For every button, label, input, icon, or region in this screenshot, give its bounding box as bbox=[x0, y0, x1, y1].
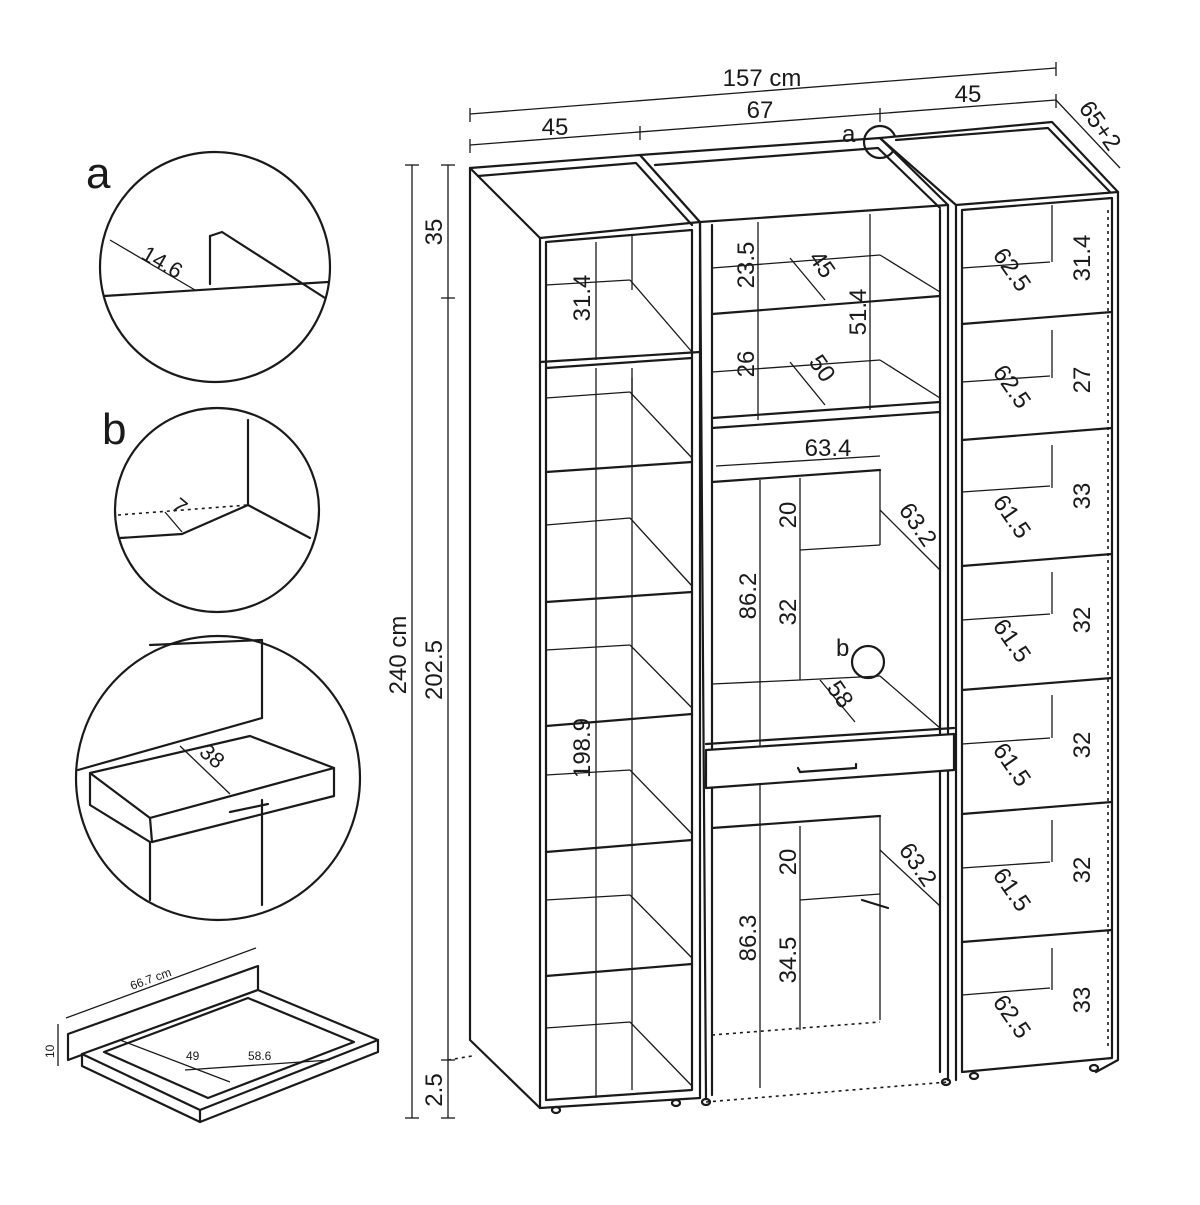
right-depth-5: 61.5 bbox=[987, 738, 1036, 792]
mid-section-bottom-label: 86.3 bbox=[735, 915, 762, 962]
mid-lower-depth-label: 50 bbox=[803, 350, 840, 387]
right-height-3: 33 bbox=[1069, 483, 1096, 510]
marker-b-label: b bbox=[836, 635, 849, 662]
marker-a-label: a bbox=[842, 121, 856, 148]
mid-upper-total-label: 51.4 bbox=[845, 289, 872, 336]
mid-width-label: 63.4 bbox=[805, 435, 852, 462]
width-left-label: 45 bbox=[542, 114, 569, 141]
detail-a: a 14.6 bbox=[86, 149, 332, 384]
right-tower-labels: 62.5 31.4 62.5 27 61.5 33 61.5 32 61.5 3… bbox=[987, 235, 1096, 1044]
detail-b-value: 7 bbox=[167, 493, 192, 520]
right-depth-1: 62.5 bbox=[987, 243, 1036, 297]
tray-width-label: 66.7 cm bbox=[128, 965, 173, 993]
middle-unit: 23.5 45 51.4 26 50 63.4 20 63.2 86.2 32 … bbox=[638, 136, 956, 1107]
overall-width-label: 157 cm bbox=[723, 65, 802, 92]
detail-a-value: 14.6 bbox=[138, 241, 188, 284]
width-middle-label: 67 bbox=[747, 97, 774, 124]
tray-depth-label: 58.6 bbox=[248, 1049, 272, 1063]
right-height-2: 27 bbox=[1069, 367, 1096, 394]
left-section-heights: 35 202.5 2.5 bbox=[421, 164, 473, 1119]
mid-door-bottom-height-label: 20 bbox=[775, 849, 802, 876]
right-depth-3: 61.5 bbox=[987, 490, 1036, 544]
mid-section-top-label: 86.2 bbox=[735, 573, 762, 620]
tray-detail: 66.7 cm 10 49 58.6 bbox=[43, 947, 380, 1124]
mid-desk-depth-label: 58 bbox=[821, 676, 858, 713]
right-height-6: 32 bbox=[1069, 857, 1096, 884]
drawer-detail-value: 38 bbox=[195, 739, 230, 774]
left-inner-height-label: 198.9 bbox=[569, 718, 596, 778]
overall-height-dimension: 240 cm bbox=[385, 164, 419, 1119]
width-right-label: 45 bbox=[955, 81, 982, 108]
right-depth-4: 61.5 bbox=[987, 614, 1036, 668]
right-depth-7: 62.5 bbox=[987, 990, 1036, 1044]
left-tower: 31.4 198.9 bbox=[468, 153, 702, 1115]
mid-upper-compartment-label: 23.5 bbox=[733, 242, 760, 289]
body-height-label: 202.5 bbox=[421, 640, 448, 700]
mid-upper-depth-label: 45 bbox=[803, 246, 840, 283]
right-depth-6: 61.5 bbox=[987, 863, 1036, 917]
mid-section-top-gap-label: 32 bbox=[775, 599, 802, 626]
right-height-5: 32 bbox=[1069, 732, 1096, 759]
plinth-height-label: 2.5 bbox=[421, 1073, 448, 1106]
right-height-1: 31.4 bbox=[1069, 235, 1096, 282]
right-height-4: 32 bbox=[1069, 607, 1096, 634]
mid-lower-compartment-label: 26 bbox=[733, 351, 760, 378]
detail-a-letter: a bbox=[86, 149, 111, 198]
tray-inner-label: 49 bbox=[186, 1049, 200, 1063]
mid-section-bottom-gap-label: 34.5 bbox=[775, 937, 802, 984]
left-top-shelf-label: 31.4 bbox=[569, 275, 596, 322]
section-width-dimensions: 45 67 45 bbox=[469, 81, 1057, 153]
detail-b: b 7 bbox=[102, 405, 321, 614]
mid-door-top-depth-label: 63.2 bbox=[893, 498, 942, 552]
right-tower: 62.5 31.4 62.5 27 61.5 33 61.5 32 61.5 3… bbox=[878, 120, 1120, 1082]
tray-height-label: 10 bbox=[43, 1044, 57, 1058]
right-height-7: 33 bbox=[1069, 987, 1096, 1014]
mid-door-bottom-depth-label: 63.2 bbox=[893, 838, 942, 892]
right-depth-2: 62.5 bbox=[987, 360, 1036, 414]
detail-b-letter: b bbox=[102, 405, 126, 454]
top-box-height-label: 35 bbox=[421, 219, 448, 246]
overall-width-dimension: 157 cm bbox=[469, 62, 1057, 122]
overall-height-label: 240 cm bbox=[385, 616, 412, 695]
mid-door-top-height-label: 20 bbox=[775, 502, 802, 529]
drawer-detail: 38 bbox=[74, 634, 362, 922]
